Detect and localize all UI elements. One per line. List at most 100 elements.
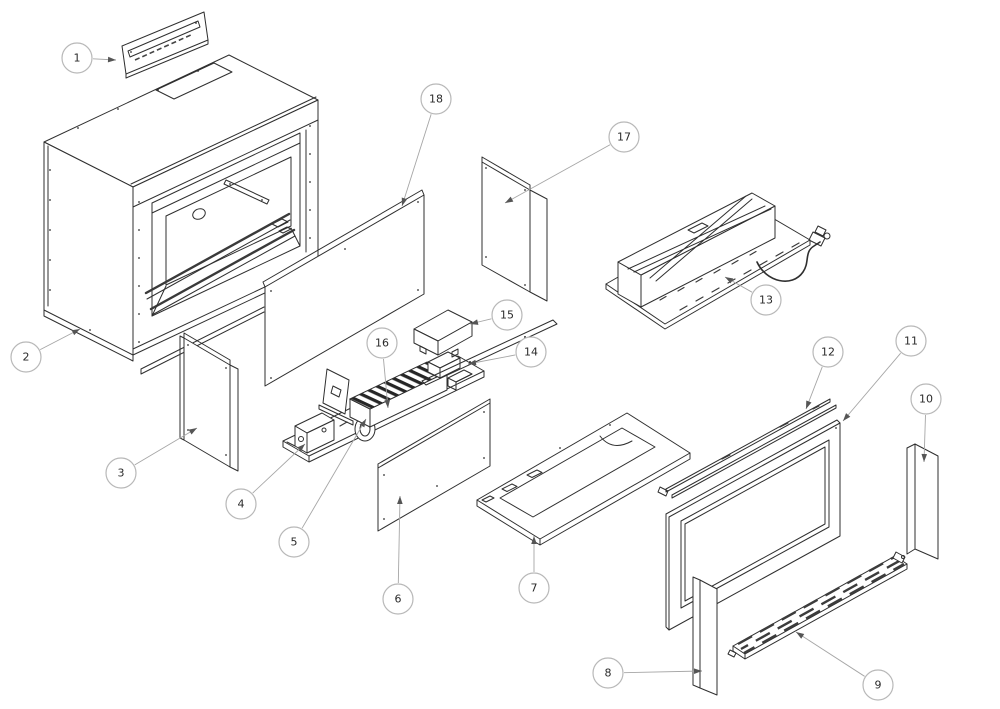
callout-circle	[895, 325, 927, 357]
leader-line	[301, 418, 367, 529]
leader-arrowhead	[107, 56, 116, 63]
glass-frame-drawing	[665, 419, 841, 631]
callout-label: 3	[118, 467, 125, 480]
leader-arrowhead	[359, 419, 366, 428]
callout-circle	[10, 341, 42, 373]
callout-label: 11	[904, 335, 918, 348]
callout-label: 2	[23, 351, 30, 364]
gas-hose	[756, 241, 821, 282]
leader-arrowhead	[297, 444, 305, 452]
callout-10: 10	[910, 383, 942, 463]
leader-arrowhead	[384, 399, 391, 408]
rail-slots	[721, 405, 820, 460]
callout-circle	[515, 336, 547, 368]
callout-4: 4	[225, 443, 306, 520]
leader-arrowhead	[843, 413, 851, 421]
back-panel-drawing	[262, 189, 425, 387]
callout-6: 6	[382, 495, 414, 615]
callout-label: 1	[74, 52, 81, 65]
leader-line	[134, 427, 198, 466]
callout-label: 18	[429, 93, 443, 106]
firebox-rivets	[49, 70, 311, 343]
callout-7: 7	[518, 536, 550, 604]
leader-arrowhead	[806, 400, 812, 409]
leader-arrowhead	[921, 453, 928, 462]
callout-9: 9	[795, 631, 894, 701]
callout-circle	[812, 336, 844, 368]
callout-label: 4	[238, 498, 245, 511]
callout-circle	[862, 669, 894, 701]
callout-circle	[366, 327, 398, 359]
leader-arrowhead	[397, 496, 403, 505]
right-bracket-drawing	[906, 443, 939, 560]
callout-circle	[518, 572, 550, 604]
callout-2: 2	[10, 328, 81, 373]
louver-grille-drawing	[727, 551, 908, 660]
top-trim-rail-drawing	[657, 398, 837, 499]
leader-line	[401, 114, 432, 207]
callout-18: 18	[401, 83, 452, 207]
callout-17: 17	[504, 121, 640, 204]
leader-line	[504, 144, 611, 204]
callout-label: 6	[395, 593, 402, 606]
callout-13: 13	[724, 276, 782, 316]
lower-panel-drawing	[377, 398, 491, 532]
callout-label: 7	[531, 582, 538, 595]
callout-3: 3	[105, 427, 198, 489]
callout-8: 8	[592, 657, 703, 689]
leader-line	[467, 354, 516, 365]
leader-line	[842, 352, 901, 422]
module-cover-drawing	[413, 309, 473, 358]
burner-tray-assembly-drawing	[605, 192, 831, 330]
callout-circle	[592, 657, 624, 689]
leader-arrowhead	[505, 196, 514, 203]
callout-12: 12	[805, 336, 844, 410]
callout-1: 1	[61, 42, 117, 74]
callout-5: 5	[278, 418, 367, 558]
callout-label: 8	[605, 667, 612, 680]
callout-circle	[225, 488, 257, 520]
small-panel-drawing	[481, 156, 548, 302]
leader-line	[795, 631, 865, 677]
callout-11: 11	[842, 325, 927, 422]
callout-label: 16	[375, 337, 389, 350]
callout-label: 17	[617, 131, 631, 144]
leader-arrowhead	[531, 536, 537, 544]
burner-box-slots	[659, 250, 757, 301]
burner-valve-assembly-drawing	[282, 309, 558, 463]
callout-circle	[382, 583, 414, 615]
leader-arrowhead	[468, 359, 477, 366]
callout-15: 15	[469, 299, 523, 331]
callout-circle	[420, 83, 452, 115]
leader-arrowhead	[796, 632, 805, 639]
callout-16: 16	[366, 327, 398, 409]
callout-circle	[910, 383, 942, 415]
callout-label: 13	[759, 294, 773, 307]
callout-circle	[278, 526, 310, 558]
callout-label: 9	[875, 679, 882, 692]
callout-circle	[491, 299, 523, 331]
leader-arrowhead	[725, 277, 734, 284]
leader-line	[397, 495, 401, 584]
callout-14: 14	[467, 336, 547, 368]
pedestal-bracket	[322, 368, 350, 415]
callout-label: 15	[500, 309, 514, 322]
callout-label: 10	[919, 393, 933, 406]
leader-arrowhead	[71, 329, 80, 336]
bottom-tray-drawing	[476, 412, 691, 546]
leader-arrowhead	[188, 428, 197, 435]
callout-circle	[61, 42, 93, 74]
callout-circle	[105, 457, 137, 489]
callout-label: 14	[524, 346, 538, 359]
leader-line	[252, 443, 306, 494]
leader-line	[383, 358, 389, 409]
leader-arrowhead	[470, 319, 479, 325]
callout-circle	[750, 284, 782, 316]
leader-arrowhead	[401, 197, 408, 206]
callout-circle	[608, 121, 640, 153]
side-panel-drawing	[179, 332, 239, 472]
leader-line	[623, 670, 703, 674]
